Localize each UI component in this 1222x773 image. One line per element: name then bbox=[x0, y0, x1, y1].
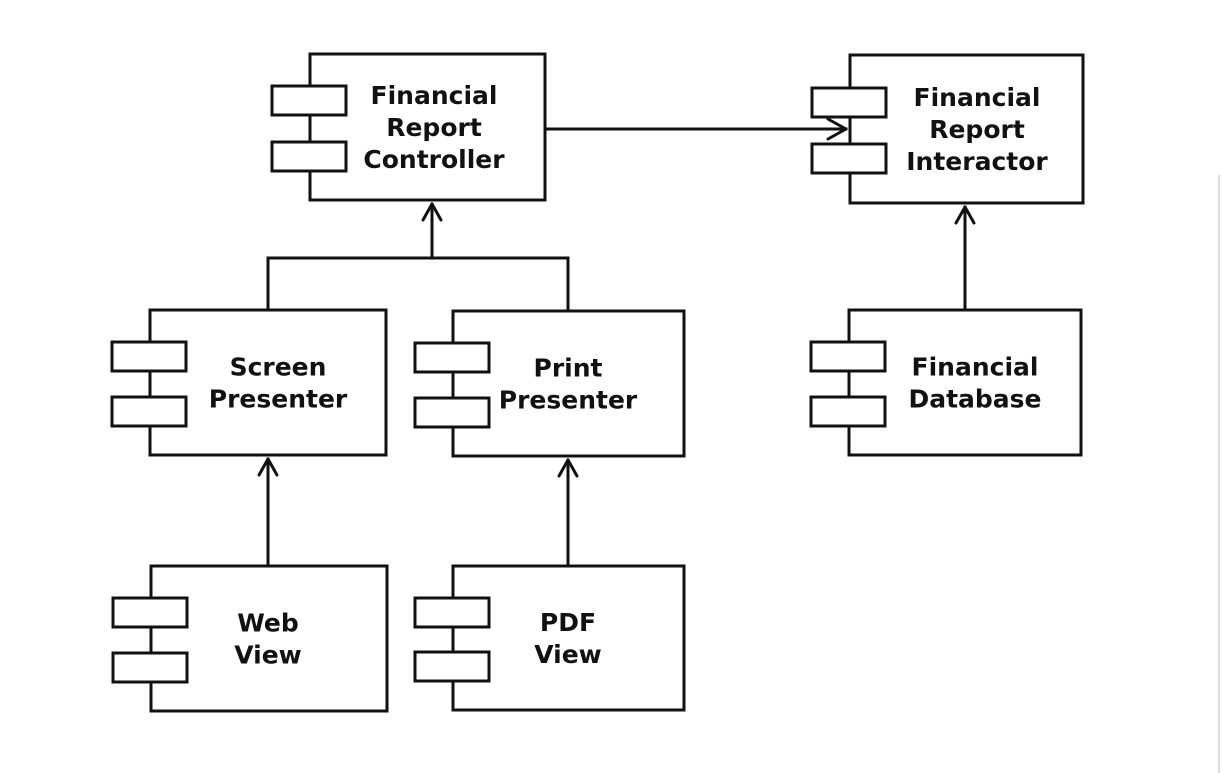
component-tab-icon bbox=[270, 84, 348, 117]
component-label-line: Presenter bbox=[209, 385, 348, 414]
component-label-line: Financial bbox=[371, 81, 498, 110]
component-tab-icon bbox=[413, 650, 491, 683]
component-box bbox=[848, 53, 1085, 205]
dependency-arrow-pdf-view-to-print-presenter bbox=[557, 458, 579, 568]
component-box bbox=[148, 308, 388, 457]
component-tab-icon bbox=[110, 395, 188, 428]
component-label-line: Financial bbox=[914, 83, 1041, 112]
component-tab-icon bbox=[810, 86, 888, 119]
dependency-arrow-financial-database-to-financial-report-interactor bbox=[954, 205, 976, 312]
edges-layer bbox=[257, 117, 976, 568]
component-label-line: Controller bbox=[363, 145, 505, 174]
component-box bbox=[451, 564, 686, 712]
component-label-line: Financial bbox=[912, 353, 1039, 382]
component-box bbox=[149, 564, 389, 713]
component-label: PDF View bbox=[534, 608, 602, 669]
component-tab-icon bbox=[413, 341, 491, 374]
component-tab-icon bbox=[809, 340, 887, 373]
component-tab-icon bbox=[110, 340, 188, 373]
component-tab-icon bbox=[413, 596, 491, 629]
component-label-line: Interactor bbox=[906, 147, 1048, 176]
dependency-arrow-web-view-to-screen-presenter bbox=[257, 457, 279, 568]
arrow-line bbox=[266, 202, 434, 312]
dependency-arrow-screen-presenter-to-financial-report-controller bbox=[266, 202, 443, 312]
arrowhead-icon bbox=[954, 205, 976, 225]
arrowhead-icon bbox=[257, 457, 279, 477]
component-pdf-view: PDF View bbox=[413, 564, 686, 712]
component-label-line: Web bbox=[237, 609, 299, 638]
arrowhead-icon bbox=[826, 117, 848, 141]
component-tab-icon bbox=[810, 142, 888, 175]
arrowhead-icon bbox=[557, 458, 579, 478]
component-box bbox=[847, 308, 1083, 457]
component-label-line: Database bbox=[908, 385, 1041, 414]
component-label-line: Report bbox=[386, 113, 482, 142]
component-label-line: Report bbox=[929, 115, 1025, 144]
component-tab-icon bbox=[111, 596, 189, 629]
dependency-arrow-print-presenter-to-financial-report-controller bbox=[430, 202, 570, 313]
component-label-line: PDF bbox=[540, 608, 596, 637]
arrow-line bbox=[430, 202, 570, 313]
component-tab-icon bbox=[111, 651, 189, 684]
component-label-line: Presenter bbox=[499, 386, 638, 415]
component-label-line: Print bbox=[534, 354, 603, 383]
component-box bbox=[451, 309, 686, 458]
component-box bbox=[308, 52, 547, 202]
dependency-arrow-financial-report-controller-to-financial-report-interactor bbox=[543, 117, 848, 141]
component-label-line: Screen bbox=[230, 353, 327, 382]
component-tab-icon bbox=[809, 395, 887, 428]
component-tab-icon bbox=[270, 140, 348, 173]
component-label-line: View bbox=[234, 641, 302, 670]
component-label-line: View bbox=[534, 640, 602, 669]
component-tab-icon bbox=[413, 396, 491, 429]
